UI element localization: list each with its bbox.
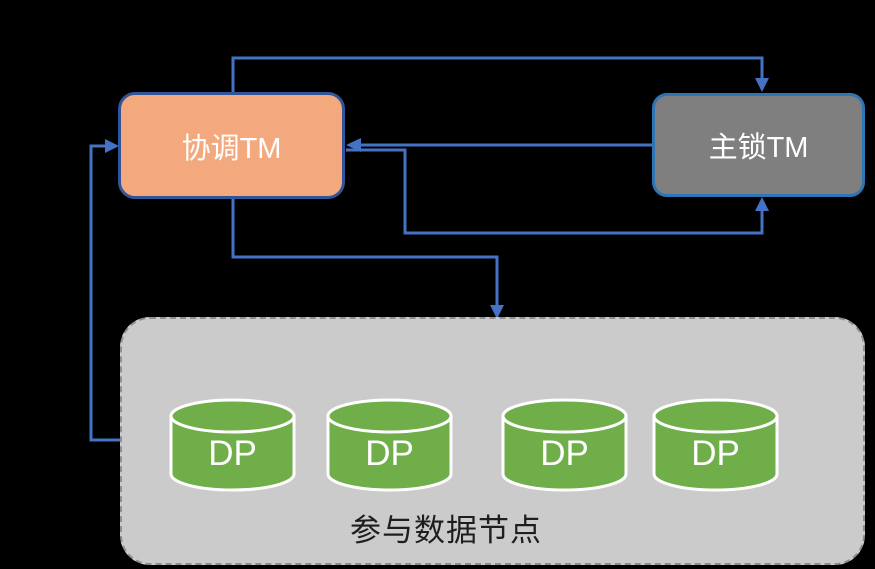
master-lock-tm-box: 主锁TM (652, 93, 865, 197)
arrow-coordinator-to-masterlock-bottom (346, 148, 769, 235)
dp-node-label: DP (365, 434, 414, 473)
coordinator-tm-label: 协调TM (181, 132, 282, 165)
dp-database-cylinder-icon: DP (326, 398, 453, 492)
dp-database-cylinder-icon: DP (169, 398, 296, 492)
dp-node-label: DP (208, 434, 257, 473)
coordinator-tm-box: 协调TM (118, 92, 345, 199)
dp-node-label: DP (540, 434, 589, 473)
arrow-participants-to-coordinator (89, 139, 122, 442)
arrow-coordinator-to-masterlock-top (231, 56, 769, 92)
participant-nodes-container: DP DP DP DP 参与数据节点 (120, 317, 865, 565)
dp-database-cylinder-icon: DP (652, 398, 779, 492)
arrow-coordinator-to-participants (231, 199, 504, 319)
dp-node-label: DP (691, 434, 740, 473)
master-lock-tm-label: 主锁TM (708, 132, 809, 164)
dp-database-cylinder-icon: DP (501, 398, 628, 492)
participants-label: 参与数据节点 (350, 513, 542, 548)
